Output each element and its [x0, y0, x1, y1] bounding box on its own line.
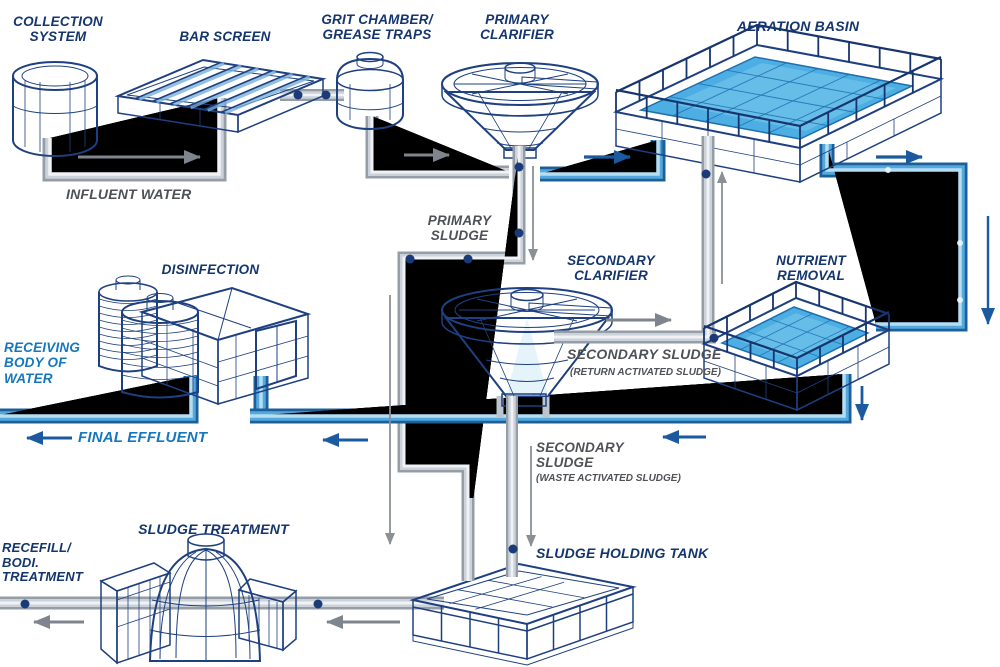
pipe-bolts — [20, 90, 963, 609]
label-final-effluent: FINAL EFFLUENT — [78, 429, 208, 446]
label-influent-water: INFLUENT WATER — [66, 186, 192, 202]
label-nutrient-removal: NUTRIENT REMOVAL — [776, 253, 846, 284]
label-sludge-treatment: SLUDGE TREATMENT — [138, 521, 289, 537]
label-bar-screen: BAR SCREEN — [179, 29, 271, 44]
primary-clarifier — [441, 62, 599, 159]
label-grit-chamber: GRIT CHAMBER/ GREASE TRAPS — [321, 12, 433, 43]
nutrient-removal-basin — [701, 280, 892, 412]
secondary-clarifier — [441, 287, 613, 418]
label-disinfection: DISINFECTION — [161, 262, 260, 277]
chlorine-tank-front — [121, 293, 199, 399]
label-secondary-sludge-waste: SECONDARY SLUDGE — [536, 440, 624, 471]
label-sludge-holding-tank: SLUDGE HOLDING TANK — [536, 545, 709, 561]
sludge-holding-tank — [409, 562, 637, 666]
aeration-to-nutrient-pipe — [827, 144, 960, 324]
label-collection-system: COLLECTION SYSTEM — [13, 14, 103, 45]
label-primary-sludge: PRIMARY SLUDGE — [427, 213, 492, 244]
influent-pipe — [50, 98, 219, 174]
label-aeration-basin: AERATION BASIN — [736, 18, 860, 34]
grit-chamber-grease-traps — [336, 51, 404, 131]
flow-arrows — [26, 148, 995, 629]
sludge-hopper-right — [237, 578, 298, 652]
disinfection-building — [98, 275, 312, 406]
label-recefill-bodi-treatment: RECEFILL/ BODI. TREATMENT — [2, 540, 83, 585]
label-secondary-clarifier: SECONDARY CLARIFIER — [567, 253, 655, 284]
label-waste-activated-sludge: (WASTE ACTIVATED SLUDGE) — [536, 473, 681, 484]
sludge-treatment — [99, 533, 298, 665]
digester-dome — [148, 533, 262, 662]
label-primary-clarifier: PRIMARY CLARIFIER — [480, 12, 554, 43]
sludge-hopper-left — [99, 562, 172, 665]
label-secondary-sludge-return: SECONDARY SLUDGE — [567, 346, 722, 362]
collection-system-tank — [12, 61, 98, 158]
label-receiving-body-of-water: RECEIVING BODY OF WATER — [4, 340, 81, 386]
label-return-activated-sludge: (RETURN ACTIVATED SLUDGE) — [570, 367, 721, 378]
bar-screen — [114, 58, 327, 134]
aeration-basin — [612, 23, 945, 184]
chlorine-tank-rear — [98, 275, 158, 373]
